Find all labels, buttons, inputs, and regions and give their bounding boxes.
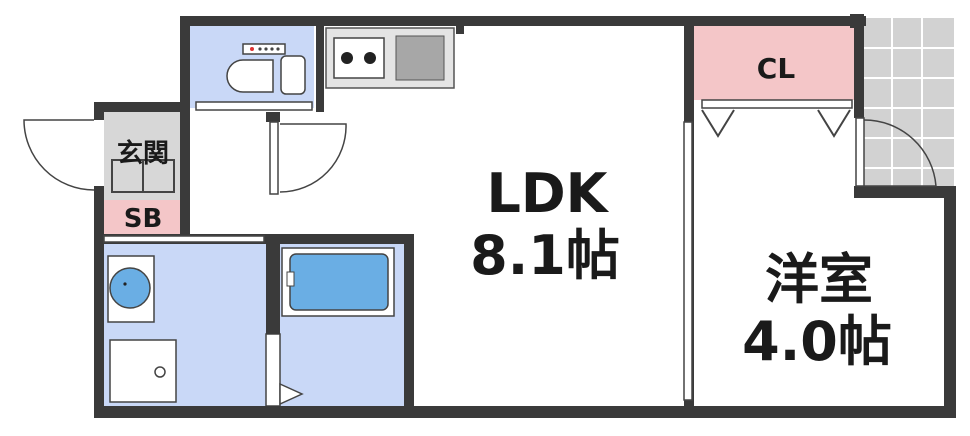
closet-label: CL <box>757 52 796 85</box>
toilet-icon <box>226 59 274 93</box>
entrance-door-swing <box>23 119 95 191</box>
balcony-door-swing <box>863 119 937 187</box>
ldk-door-swing <box>279 123 347 193</box>
western-room-size-label: 4.0帖 <box>742 310 892 373</box>
closet-area <box>694 26 858 138</box>
closet-door-icon <box>701 109 735 138</box>
sink-icon <box>395 35 445 81</box>
closet-door-icon <box>817 109 851 138</box>
western-room-name-label: 洋室 <box>765 248 873 311</box>
entrance-area <box>104 112 182 200</box>
bathroom <box>265 244 404 407</box>
entrance-label: 玄関 <box>117 138 169 169</box>
toilet-room <box>190 26 314 108</box>
washroom <box>104 244 268 406</box>
ldk-size-label: 8.1帖 <box>470 224 620 287</box>
door-swings <box>23 119 937 193</box>
ldk-name-label: LDK <box>486 162 609 225</box>
washing-machine-icon <box>109 339 177 403</box>
kitchen-counter <box>325 27 455 89</box>
shoe-box <box>104 200 182 234</box>
balcony <box>862 18 954 196</box>
shoe-box-label: SB <box>124 204 163 234</box>
bathtub-icon <box>289 253 389 311</box>
partitions <box>103 101 865 401</box>
